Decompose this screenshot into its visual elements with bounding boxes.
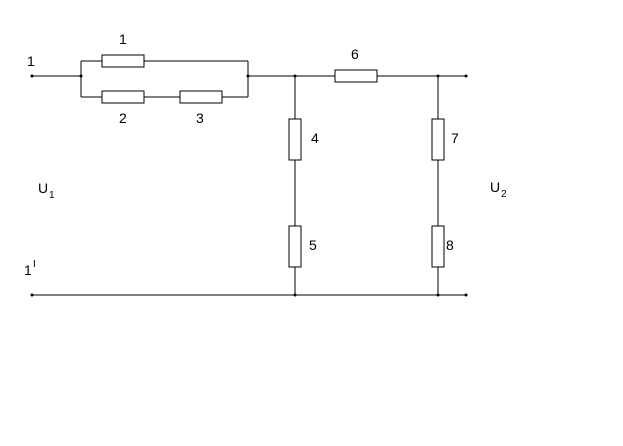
resistor-7 [431, 118, 445, 161]
resistor-4-label: 4 [311, 130, 319, 146]
voltage-u2-subscript: 2 [501, 189, 507, 200]
terminal-1-label: 1 [27, 53, 35, 69]
resistor-8 [431, 225, 445, 268]
wires [32, 60, 466, 296]
resistor-2-label: 2 [119, 110, 127, 126]
terminal-2-prime-dot [464, 293, 468, 297]
voltage-u2-label: U [490, 179, 500, 195]
terminal-1-prime-dot [30, 293, 34, 297]
terminal-1-dot [30, 74, 34, 78]
terminal-prime-mark: I [33, 259, 36, 270]
junction-node [246, 74, 250, 78]
voltage-u1-subscript: 1 [49, 190, 55, 201]
resistor-5 [288, 225, 302, 268]
terminal-2-dot [464, 74, 468, 78]
resistor-3-label: 3 [196, 110, 204, 126]
junction-node [293, 293, 297, 297]
resistor-1-label: 1 [119, 31, 127, 47]
resistor-3 [179, 90, 223, 104]
resistor-4 [288, 118, 302, 161]
resistor-7-label: 7 [451, 130, 459, 146]
resistor-6 [334, 69, 378, 83]
resistor-1 [101, 54, 145, 68]
junction-node [436, 293, 440, 297]
resistor-8-label: 8 [446, 237, 454, 253]
voltage-u1-label: U [38, 180, 48, 196]
terminal-1-prime-label: 1 [24, 262, 32, 278]
resistor-2 [101, 90, 145, 104]
resistor-6-label: 6 [351, 46, 359, 62]
junction-node [79, 74, 83, 78]
nodes [30, 74, 468, 297]
resistor-5-label: 5 [309, 237, 317, 253]
junction-node [436, 74, 440, 78]
resistors [101, 54, 445, 268]
junction-node [293, 74, 297, 78]
